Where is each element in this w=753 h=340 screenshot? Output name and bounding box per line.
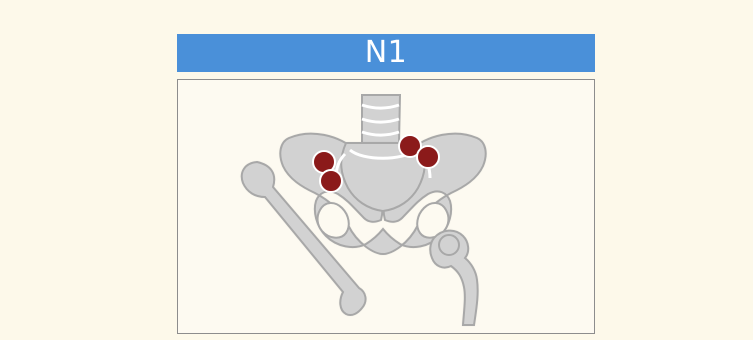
pelvis-diagram [178,80,595,334]
right-femur [430,231,477,325]
header-bar: N1 [177,34,595,72]
lumbar-spine [362,95,400,143]
lymph-node-right-lower [417,146,439,168]
diagram-panel [177,79,595,334]
page-title: N1 [365,38,408,68]
lymph-node-left-lower [320,170,342,192]
